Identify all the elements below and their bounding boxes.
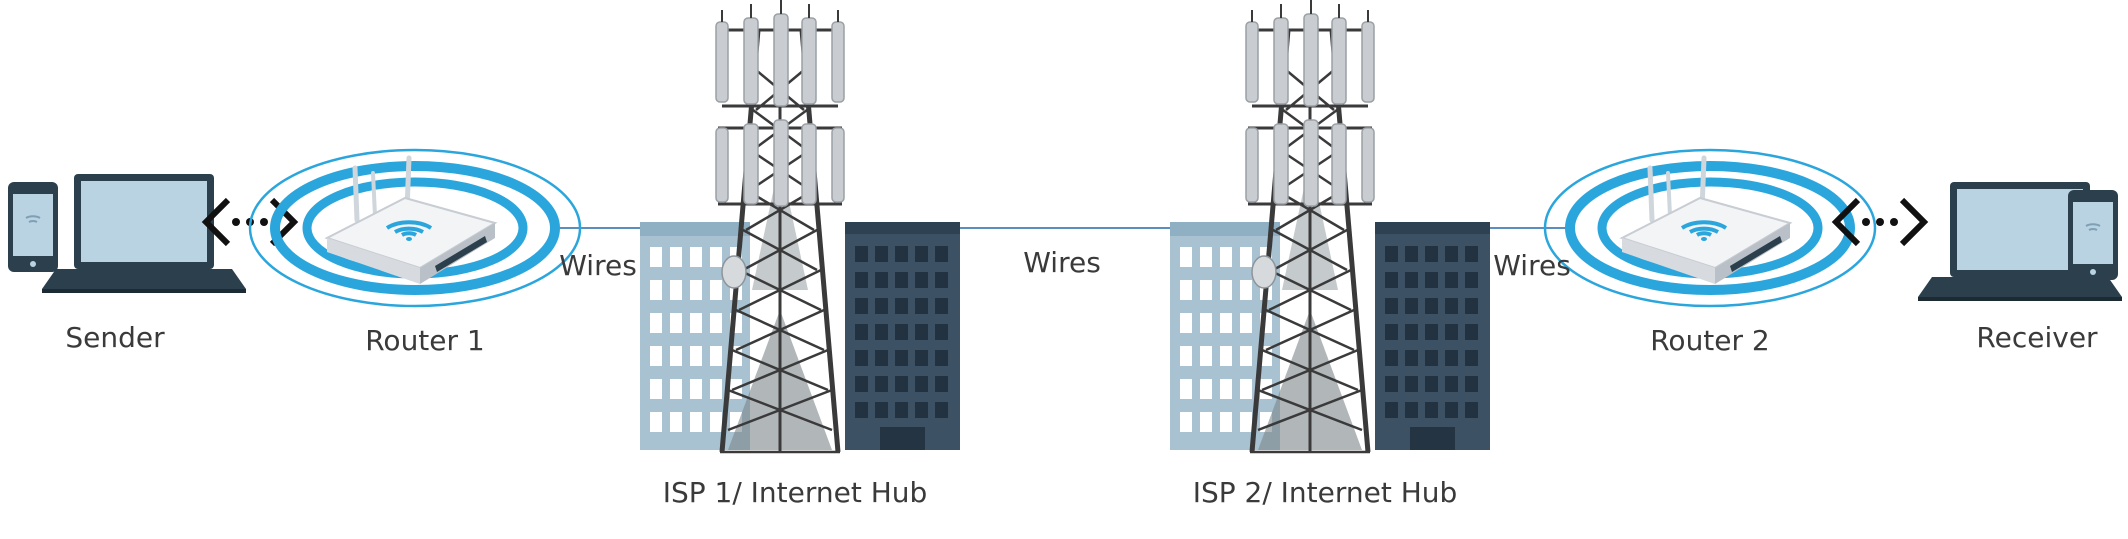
label-wires-right: Wires — [1493, 249, 1571, 282]
receiver-phone-icon — [2067, 189, 2119, 281]
label-isp2: ISP 2/ Internet Hub — [1193, 476, 1458, 509]
label-router1: Router 1 — [365, 324, 485, 357]
sender-phone-icon — [7, 181, 59, 273]
router2-icon — [1545, 150, 1875, 306]
router1-icon — [250, 150, 580, 306]
label-wires-middle: Wires — [1023, 246, 1101, 279]
isp1-hub — [640, 0, 960, 452]
label-sender: Sender — [65, 321, 165, 354]
isp2-building-dark-icon — [1375, 222, 1490, 450]
label-wires-left: Wires — [559, 249, 637, 282]
label-receiver: Receiver — [1976, 321, 2098, 354]
sender-devices — [7, 174, 246, 293]
isp1-building-dark-icon — [845, 222, 960, 450]
receiver-devices — [1918, 182, 2122, 301]
label-router2: Router 2 — [1650, 324, 1770, 357]
isp2-hub — [1170, 0, 1490, 452]
label-isp1: ISP 1/ Internet Hub — [663, 476, 928, 509]
